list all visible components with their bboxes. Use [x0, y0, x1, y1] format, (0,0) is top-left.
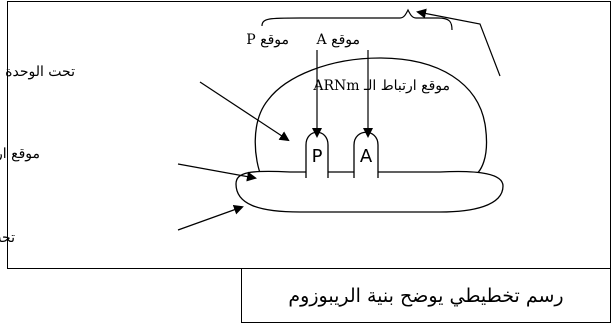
mrna-binding-site-label-left: موقع ارتباط الـ ARNm [0, 146, 40, 162]
mrna-binding-site-arrow-left [177, 163, 257, 182]
ribosome-diagram: P A موقع P موقع A موقع ارتباط الـ ARNm ت… [0, 8, 504, 246]
mrna-binding-site-arrow-top [416, 8, 501, 77]
mrna-binding-site-label-top: موقع ارتباط الـ ARNm [312, 78, 450, 94]
caption-box: رسم تخطيطي يوضح بنية الريبوزوم [241, 269, 611, 323]
a-letter: A [360, 146, 373, 167]
large-subunit-arrow [199, 81, 290, 142]
a-site-label: موقع A [316, 32, 360, 48]
small-subunit-shape [235, 170, 504, 213]
figure-caption: رسم تخطيطي يوضح بنية الريبوزوم [288, 284, 564, 307]
diagram-frame [7, 1, 611, 269]
top-brace [261, 8, 453, 31]
small-subunit-arrow [177, 205, 244, 231]
small-subunit-label: تحت الوحدة الصغرى [0, 230, 15, 246]
p-letter: P [312, 146, 323, 167]
p-site-label: موقع P [246, 32, 289, 48]
large-subunit-label: تحت الوحدة الكبرى [0, 64, 75, 80]
